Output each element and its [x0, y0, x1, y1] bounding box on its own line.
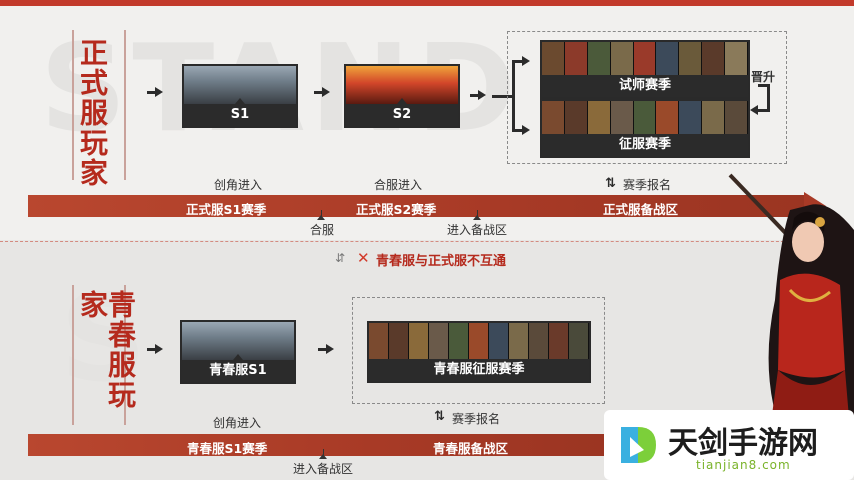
not-interconnected-notice: 青春服与正式服不互通	[376, 254, 507, 269]
youth-arrow-head-2	[326, 344, 334, 354]
card-pointer	[397, 98, 407, 104]
army-artwork	[182, 322, 294, 360]
arrow-shaft-3	[470, 94, 480, 97]
brand-watermark: 天剑手游网 tianjian8.com	[604, 410, 854, 480]
youth-arrow-shaft-2	[318, 348, 328, 351]
arrow-shaft-2	[314, 91, 324, 94]
enter-reserve-caret	[473, 215, 481, 220]
trial-season-label: 试师赛季	[542, 75, 748, 97]
top-accent-bar	[0, 0, 854, 6]
swap-horizontal-icon: ⇵	[335, 251, 346, 265]
enter-reserve-tick	[477, 210, 478, 218]
youth-create-role-text: 创角进入	[213, 416, 262, 430]
merge-text: 合服	[310, 223, 335, 237]
hero-portraits	[542, 42, 748, 75]
formal-s2-card[interactable]: S2	[344, 64, 460, 128]
formal-enter-reserve-text: 进入备战区	[447, 223, 508, 237]
fire-artwork	[346, 66, 458, 104]
formal-season-signup-text: 赛季报名	[623, 178, 672, 192]
hero-portraits	[542, 101, 748, 134]
formal-s1-label: S1	[184, 104, 296, 126]
formal-timeline-ribbon	[28, 195, 806, 217]
merge-caret	[317, 215, 325, 220]
trial-season-card[interactable]: 试师赛季	[540, 40, 750, 99]
youth-expedition-label: 青春服征服赛季	[369, 359, 589, 381]
army-artwork	[184, 66, 296, 104]
youth-s1-label: 青春服S1	[182, 360, 294, 382]
branch-bottom	[512, 129, 524, 132]
brand-url: tianjian8.com	[696, 458, 791, 472]
warrior-woman-illustration	[728, 173, 854, 430]
season-group-box	[507, 31, 787, 164]
card-pointer	[235, 98, 245, 104]
expedition-season-card[interactable]: 征服赛季	[540, 99, 750, 158]
youth-swap-icon: ⇅	[434, 409, 445, 424]
youth-enter-reserve-text: 进入备战区	[293, 462, 354, 476]
youth-arrow-head-1	[155, 344, 163, 354]
youth-expedition-card[interactable]: 青春服征服赛季	[367, 321, 591, 383]
formal-create-role-text: 创角进入	[214, 178, 263, 192]
youth-ribbon-s1: 青春服S1赛季	[187, 441, 268, 456]
promote-label: 晋升	[751, 70, 776, 84]
youth-s1-card[interactable]: 青春服S1	[180, 320, 296, 384]
formal-s2-label: S2	[346, 104, 458, 126]
branch-top-head	[522, 56, 530, 66]
formal-s1-card[interactable]: S1	[182, 64, 298, 128]
youth-ribbon-reserve: 青春服备战区	[433, 441, 509, 456]
card-pointer	[233, 354, 243, 360]
formal-ribbon-reserve: 正式服备战区	[603, 202, 679, 217]
youth-arrow-shaft-1	[147, 348, 157, 351]
branch-stem	[492, 95, 514, 98]
formal-merge-enter-text: 合服进入	[374, 178, 423, 192]
arrow-head-3	[478, 90, 486, 100]
swap-icon: ⇅	[605, 176, 616, 191]
arrow-head-2	[322, 87, 330, 97]
youth-season-signup-text: 赛季报名	[452, 412, 501, 426]
youth-enter-reserve-caret	[319, 454, 327, 459]
arrow-head-1	[155, 87, 163, 97]
youth-title-rule-right	[124, 285, 126, 425]
branch-top	[512, 60, 524, 63]
formal-ribbon-s2: 正式服S2赛季	[356, 202, 437, 217]
brand-name: 天剑手游网	[668, 426, 818, 461]
youth-player-title: 青春服玩家	[76, 290, 137, 410]
arrow-shaft-1	[147, 91, 157, 94]
promote-vertical	[767, 84, 770, 112]
expedition-season-label: 征服赛季	[542, 134, 748, 156]
merge-tick	[321, 210, 322, 218]
title-rule-left	[72, 30, 74, 180]
youth-timeline-ribbon	[28, 434, 608, 456]
section-divider	[0, 241, 854, 242]
formal-ribbon-s1: 正式服S1赛季	[186, 202, 267, 217]
branch-vertical	[512, 60, 515, 132]
hero-portraits	[369, 323, 589, 359]
promote-top	[758, 84, 770, 87]
formal-player-title: 正式服玩家	[76, 38, 109, 188]
youth-enter-reserve-tick	[323, 449, 324, 457]
branch-bottom-head	[522, 125, 530, 135]
youth-season-box	[352, 297, 605, 404]
watermark-text-bottom: S	[60, 270, 153, 409]
cross-icon: ✕	[357, 249, 370, 267]
promote-arrow-head	[750, 105, 758, 115]
brand-logo-icon	[621, 427, 656, 463]
title-rule-right	[124, 30, 126, 180]
promote-bottom	[756, 109, 770, 112]
youth-title-rule-left	[72, 285, 74, 425]
